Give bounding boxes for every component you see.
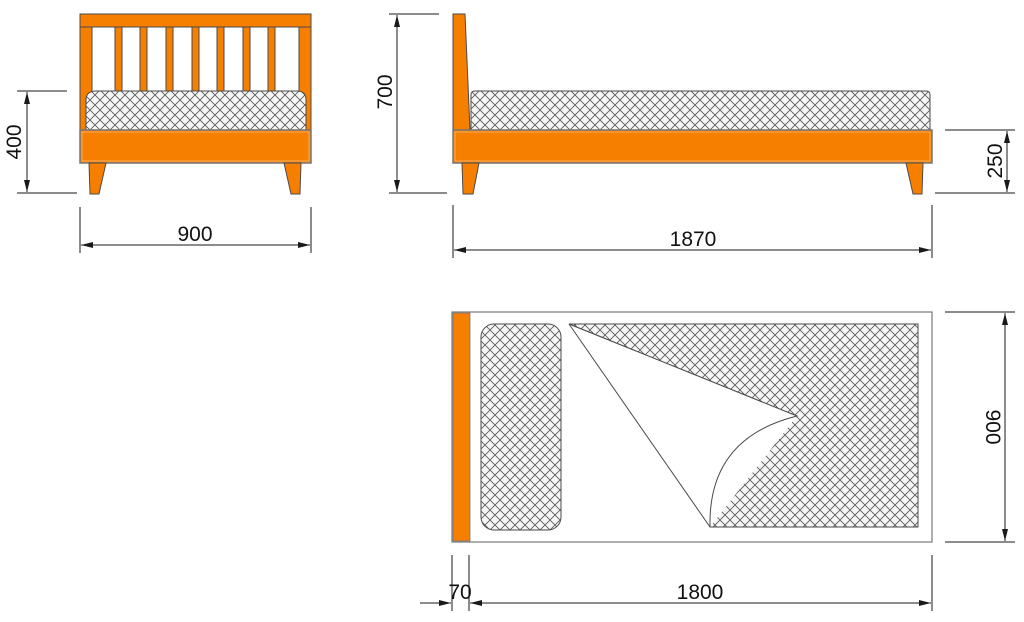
dimension-front-width: 900 (79, 207, 312, 253)
dimension-side-frame-height: 250 (935, 129, 1015, 194)
dimension-label-700: 700 (374, 74, 397, 109)
leg-side-right (905, 162, 924, 195)
top-view: 900 70 1800 (420, 311, 1015, 611)
headboard-top (452, 312, 471, 542)
pillow (480, 323, 562, 531)
headboard-top-rail (79, 13, 312, 28)
blanket-fold-curve (709, 415, 798, 528)
dimension-mattress-length: 1800 (488, 555, 933, 611)
side-view: 700 250 1870 (374, 13, 1015, 258)
dimension-label-1800: 1800 (677, 581, 724, 604)
mattress-front (85, 90, 307, 131)
dimension-top-width: 900 (945, 311, 1015, 543)
dimension-label-900-top: 900 (981, 409, 1004, 444)
leg-front-right (283, 162, 302, 195)
front-view: 400 900 (3, 13, 312, 253)
bed-frame-rail-front (79, 129, 312, 164)
dimension-label-70: 70 (448, 581, 471, 604)
dimension-side-total-height: 700 (374, 13, 447, 194)
dimension-side-length: 1870 (452, 205, 933, 258)
dimension-label-400: 400 (3, 124, 26, 159)
dimension-label-1870: 1870 (670, 228, 717, 251)
headboard-side (452, 13, 471, 131)
headboard-slats (114, 26, 276, 92)
leg-front-left (88, 162, 107, 195)
dimension-headboard-thickness: 70 (420, 555, 488, 611)
dimension-label-250: 250 (984, 143, 1007, 178)
dimension-front-height: 400 (3, 90, 77, 194)
leg-side-left (461, 162, 480, 195)
bed-frame-rail-side (452, 129, 933, 164)
mattress-side (470, 90, 931, 131)
blanket-folded-corner (569, 324, 797, 527)
dimension-label-900-front: 900 (177, 223, 212, 246)
